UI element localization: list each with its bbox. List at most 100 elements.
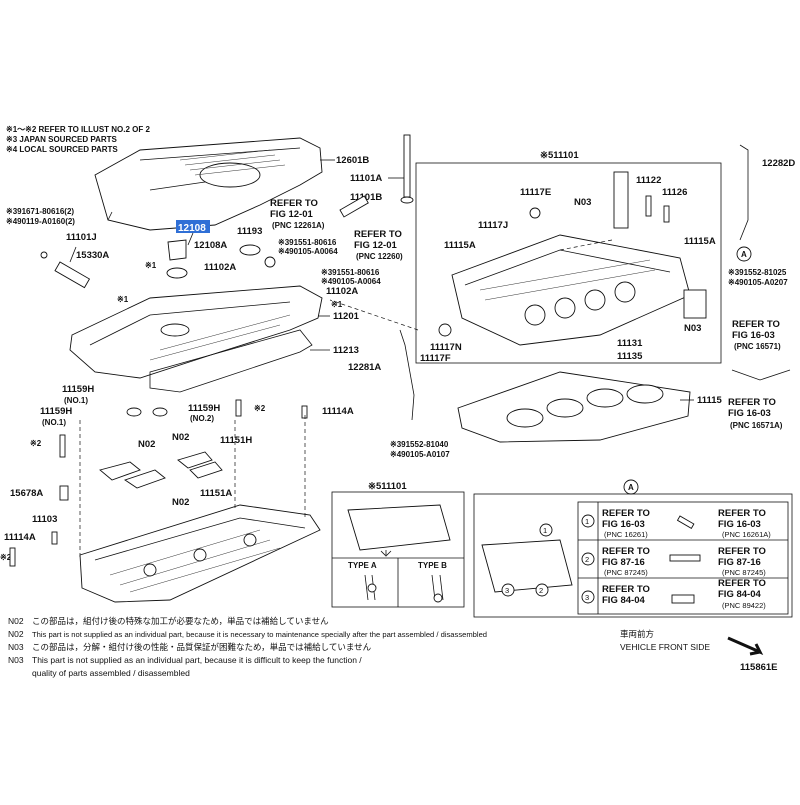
sleeve-N03[interactable] (613, 171, 629, 229)
svg-text:(PNC 89422): (PNC 89422) (722, 601, 766, 610)
ref2-line1: REFER TO (354, 229, 402, 240)
seal-11193[interactable] (239, 244, 261, 256)
bolt-icon-4 (9, 547, 16, 567)
svg-text:(PNC 16261A): (PNC 16261A) (722, 530, 771, 539)
label-11114A-1: 11114A (322, 406, 354, 417)
label-N03a: N03 (574, 197, 591, 208)
label-490105c: ※490105-A0207 (728, 278, 788, 287)
svg-text:REFER TO: REFER TO (602, 546, 650, 557)
head-bolt-11101A[interactable] (403, 134, 411, 198)
footer-n03-en2: quality of parts assembled / disassemble… (32, 668, 190, 678)
table-row: 1 REFER TO FIG 16-03 (PNC 16261) REFER T… (581, 508, 771, 539)
plug-icon (529, 207, 541, 219)
label-391551b: ※391551-80616 (321, 268, 380, 277)
label-NO1a: (NO.1) (64, 396, 88, 405)
cam-sensor-icon (264, 256, 276, 268)
pin-icon-3 (301, 405, 308, 419)
label-11117J: 11117J (478, 220, 508, 231)
svg-text:REFER TO: REFER TO (602, 584, 650, 595)
footer-n03-label-jp: N03 (8, 642, 24, 652)
header-note-2: ※3 JAPAN SOURCED PARTS (6, 135, 118, 144)
cylinder-head-box (415, 162, 722, 364)
svg-text:1: 1 (585, 517, 589, 526)
label-11122: 11122 (636, 175, 661, 186)
svg-text:(PNC 87245): (PNC 87245) (604, 568, 648, 577)
footer-n03-en: This part is not supplied as an individu… (32, 655, 362, 665)
engine-hook-12282D[interactable] (739, 144, 749, 241)
engine-cover[interactable] (94, 137, 323, 231)
footer-n03-jp: この部品は，分解・組付け後の性能・品質保証が困難なため，単品では補給していません (32, 642, 372, 652)
head-gasket-11115[interactable] (457, 371, 691, 443)
part-12108-highlight[interactable]: 12108 (176, 220, 210, 234)
label-11117E: 11117E (520, 187, 551, 198)
svg-text:REFER TO: REFER TO (602, 508, 650, 519)
label-11115A-1: 11115A (444, 240, 476, 251)
table-row: 3 REFER TO FIG 84-04 REFER TO FIG 84-04 … (581, 578, 766, 610)
label-391551a: ※391551-80616 (278, 238, 337, 247)
label-N02b: N02 (138, 439, 155, 450)
ref2-line3: (PNC 12260) (356, 252, 403, 261)
pin-icon-4 (51, 531, 58, 545)
svg-text:FIG 87-16: FIG 87-16 (602, 557, 645, 568)
inset-right-circle: A (628, 483, 634, 492)
svg-text:FIG 84-04: FIG 84-04 (718, 589, 761, 600)
ref3-line2: FIG 16-03 (732, 330, 775, 341)
label-15330A: 15330A (76, 250, 109, 261)
svg-text:(PNC 87245): (PNC 87245) (722, 568, 766, 577)
label-391552b: ※391552-81040 (390, 440, 449, 449)
callout-2: 2 (539, 586, 543, 595)
label-11101A: 11101A (350, 173, 382, 184)
marker-1d: ※1 (331, 300, 343, 309)
label-11114A-2: 11114A (4, 532, 36, 543)
ref4-line1: REFER TO (728, 397, 776, 408)
label-12282D: 12282D (762, 158, 795, 169)
label-11101B: 11101B (350, 192, 382, 203)
label-N02a: N02 (172, 432, 189, 443)
oil-cap-12108[interactable] (167, 239, 187, 261)
label-12108: 12108 (178, 223, 206, 234)
label-12108A: 12108A (194, 240, 227, 251)
tappet-N03[interactable] (683, 289, 707, 319)
seal-ring-icon (126, 407, 142, 417)
inset-right-table (577, 501, 789, 615)
label-11102A-2: 11102A (326, 286, 358, 297)
figure-code: 115861E (740, 662, 778, 673)
svg-text:FIG 87-16: FIG 87-16 (718, 557, 761, 568)
svg-text:3: 3 (585, 593, 589, 602)
label-11159H-1: 11159H (62, 384, 94, 395)
ref1-line1: REFER TO (270, 198, 318, 209)
ref1-line2: FIG 12-01 (270, 209, 313, 220)
cylinder-head[interactable] (451, 234, 691, 346)
label-11201: 11201 (333, 311, 360, 322)
label-490105a: ※490105-A0064 (278, 247, 338, 256)
pin-icon-2 (663, 205, 670, 223)
valve-cover-11201[interactable] (69, 285, 323, 379)
label-11103: 11103 (32, 514, 57, 525)
ref3-line1: REFER TO (732, 319, 780, 330)
front-side-jp: 車両前方 (620, 629, 654, 639)
label-11115A-2: 11115A (684, 236, 716, 247)
footer-n02-jp: この部品は，組付け後の特殊な加工が必要なため，単品では補給していません (32, 616, 329, 626)
svg-text:FIG 16-03: FIG 16-03 (718, 519, 761, 530)
marker-2c: ※2 (0, 553, 12, 562)
header-note-3: ※4 LOCAL SOURCED PARTS (6, 145, 118, 154)
svg-text:REFER TO: REFER TO (718, 508, 766, 519)
label-391671: ※391671-80616(2) (6, 207, 74, 216)
cam-bearing-caps[interactable] (99, 451, 223, 489)
label-11117N: 11117N (430, 342, 462, 353)
gasket-12108A[interactable] (166, 267, 188, 279)
gasket-11213[interactable] (149, 329, 313, 393)
camshaft-housing-11103[interactable] (79, 504, 321, 603)
footer-n03-label-en: N03 (8, 655, 24, 665)
label-490105d: ※490105-A0107 (390, 450, 450, 459)
circle-A-label: A (741, 250, 747, 259)
label-11115: 11115 (697, 395, 723, 406)
washer-icon (400, 196, 414, 204)
bolt-icon (40, 251, 48, 259)
engine-hook-12281A[interactable] (399, 329, 415, 421)
ocv-15330A[interactable] (54, 261, 91, 289)
type-b-label: TYPE B (418, 561, 447, 570)
bolt-icon-2 (235, 399, 242, 417)
